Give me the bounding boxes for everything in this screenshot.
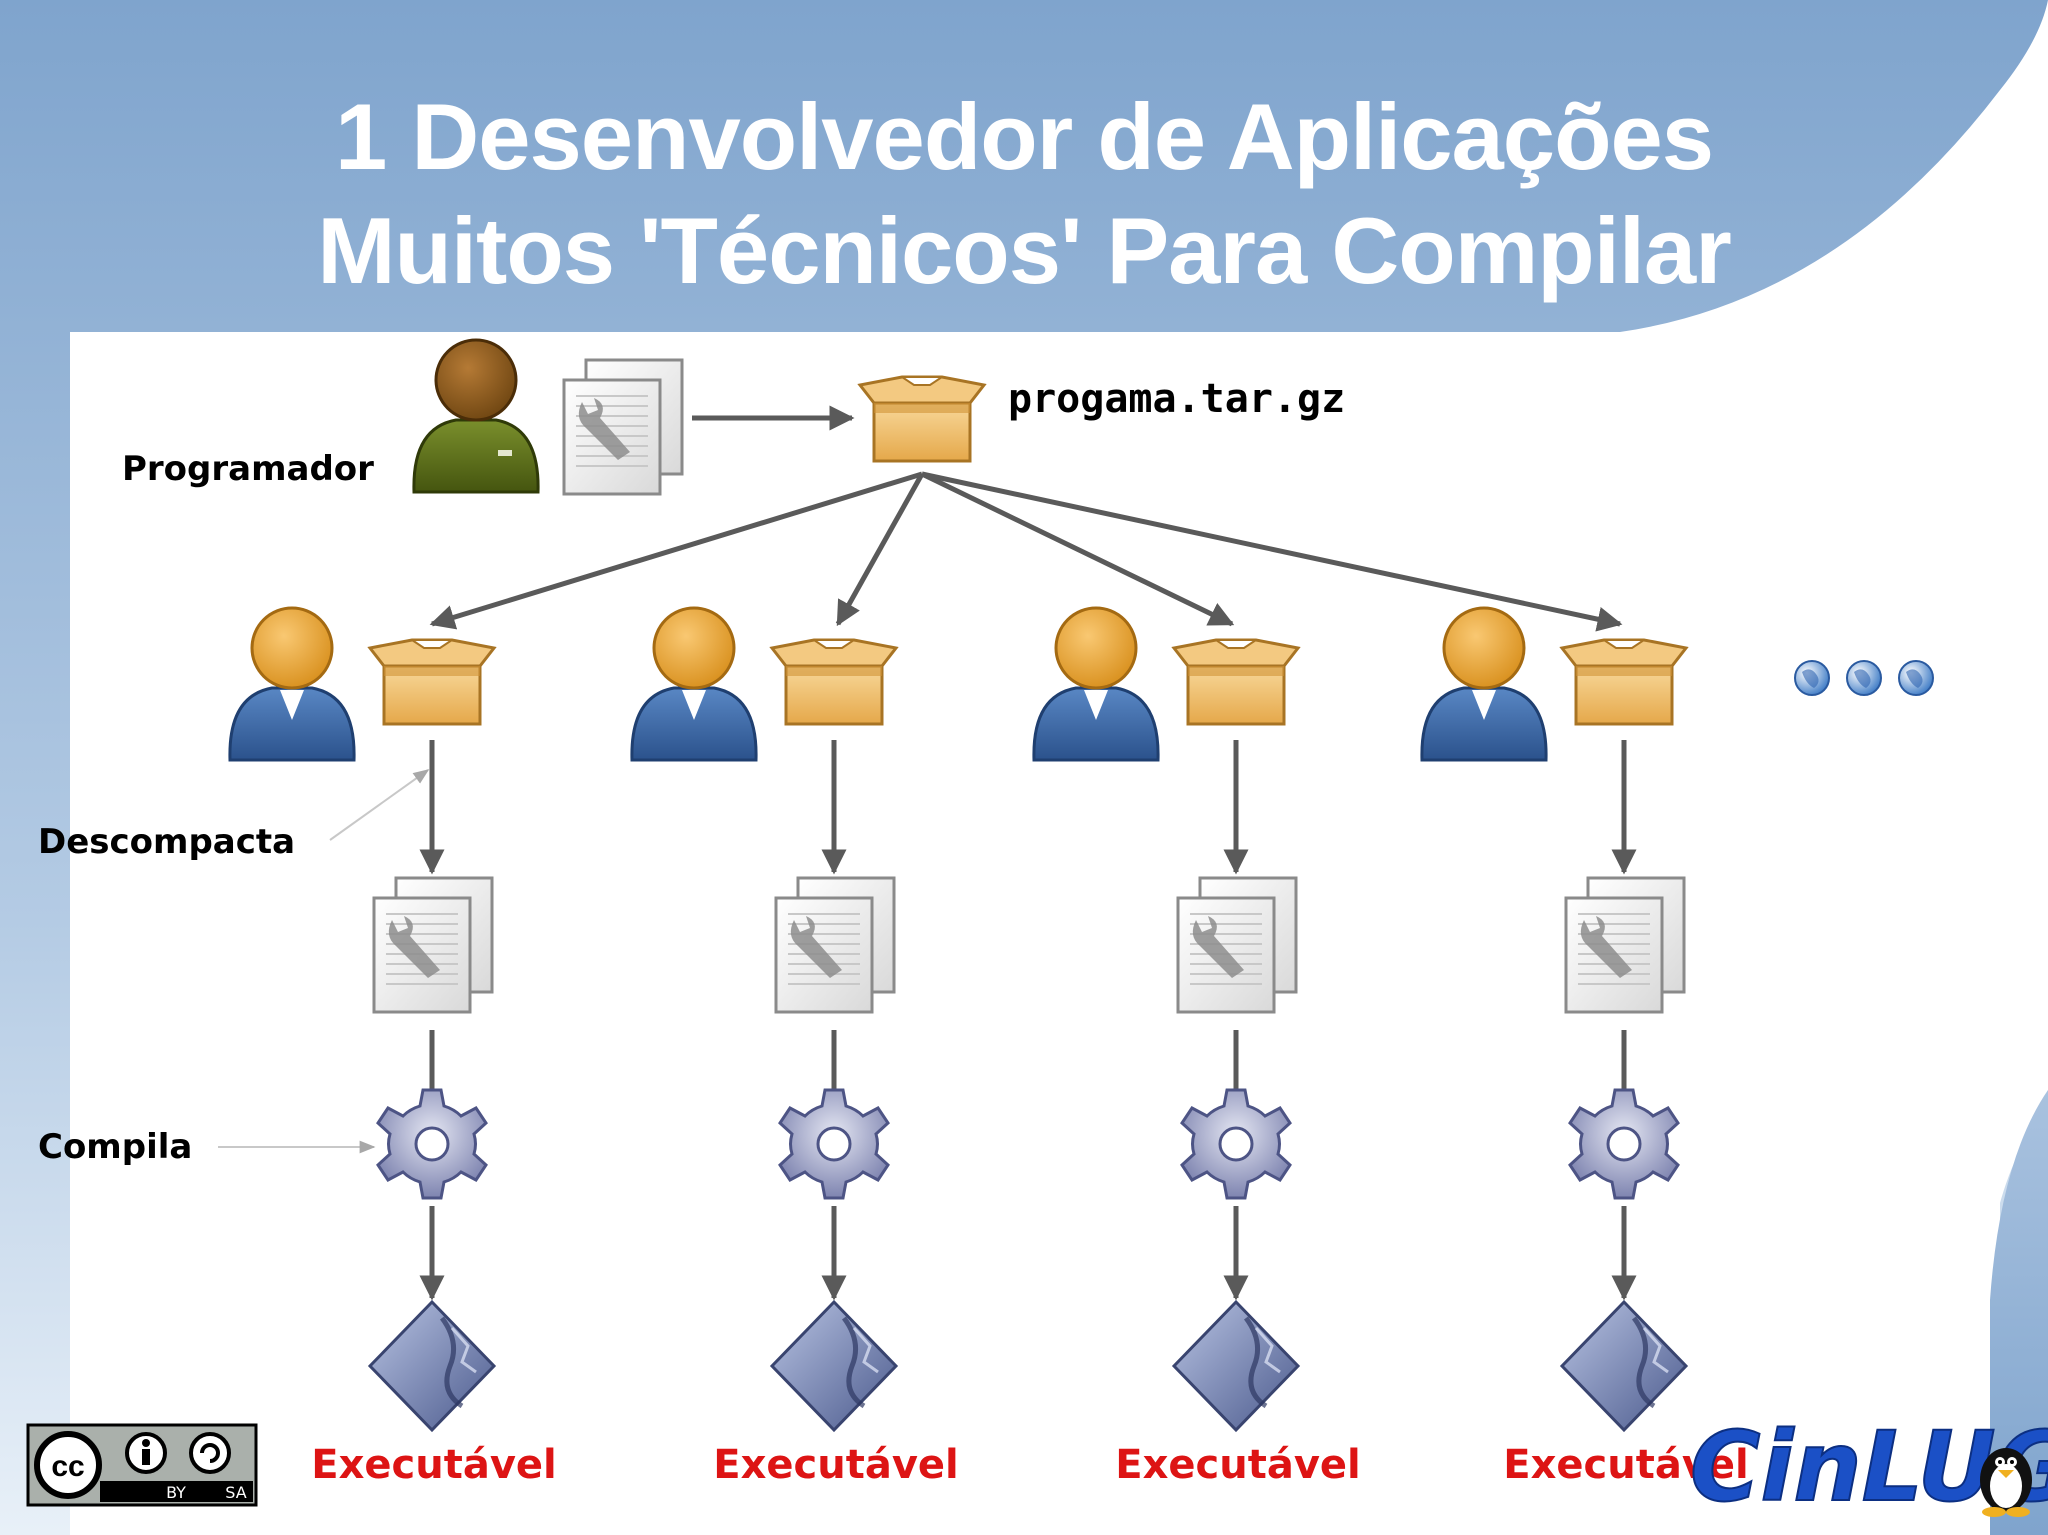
gear-icon	[1568, 1088, 1680, 1200]
package-box-icon	[368, 638, 496, 726]
gear-icon	[1180, 1088, 1292, 1200]
slide-title-line-1: 1 Desenvolvedor de Aplicações	[334, 84, 1714, 189]
source-files-icon	[1564, 876, 1686, 1014]
ellipsis-globes-icon	[1794, 660, 1934, 696]
technician-column-2: Executável	[630, 606, 959, 1488]
gear-icon	[778, 1088, 890, 1200]
package-box-icon	[1560, 638, 1688, 726]
cinlug-logo: CinLUG	[1689, 1410, 2048, 1524]
tux-penguin-icon	[1980, 1448, 2032, 1517]
package-box-icon	[770, 638, 898, 726]
slide-title-line-2: Muitos 'Técnicos' Para Compilar	[317, 198, 1732, 303]
source-files-icon	[562, 358, 684, 496]
label-executavel-4: Executável	[1503, 1442, 1748, 1488]
user-icon	[630, 606, 758, 762]
source-files-icon	[372, 876, 494, 1014]
package-box-icon	[858, 375, 986, 463]
descompacta-pointer	[329, 769, 430, 841]
user-icon	[1032, 606, 1160, 762]
cc-text: cc	[51, 1450, 84, 1483]
gear-icon	[376, 1088, 488, 1200]
label-programador: Programador	[122, 449, 374, 489]
label-executavel-3: Executável	[1115, 1442, 1360, 1488]
executable-icon	[1562, 1302, 1686, 1430]
source-files-icon	[774, 876, 896, 1014]
technician-column-1: Executável	[228, 606, 557, 1488]
label-package-file: progama.tar.gz	[1008, 376, 1345, 422]
distribution-arrows	[429, 471, 1623, 632]
cinlug-logo-text: CinLUG	[1690, 1411, 2048, 1523]
executable-icon	[1174, 1302, 1298, 1430]
label-executavel-2: Executável	[713, 1442, 958, 1488]
by-text: BY	[166, 1483, 186, 1502]
arrow-to-technician-4	[921, 471, 1623, 632]
programmer-icon	[412, 338, 540, 494]
sa-text: SA	[225, 1483, 246, 1502]
arrow-to-technician-2	[835, 472, 925, 627]
arrow-to-technician-1	[429, 471, 923, 630]
label-descompacta: Descompacta	[38, 822, 295, 862]
user-icon	[1420, 606, 1548, 762]
label-compila: Compila	[38, 1127, 192, 1167]
technician-column-3: Executável	[1032, 606, 1361, 1488]
user-icon	[228, 606, 356, 762]
cc-by-sa-license-badge[interactable]: cc BY SA	[26, 1423, 258, 1507]
label-executavel-1: Executável	[311, 1442, 556, 1488]
executable-icon	[772, 1302, 896, 1430]
executable-icon	[370, 1302, 494, 1430]
technician-column-4: Executável	[1420, 606, 1749, 1488]
arrow-to-technician-3	[920, 471, 1235, 627]
package-box-icon	[1172, 638, 1300, 726]
source-files-icon	[1176, 876, 1298, 1014]
